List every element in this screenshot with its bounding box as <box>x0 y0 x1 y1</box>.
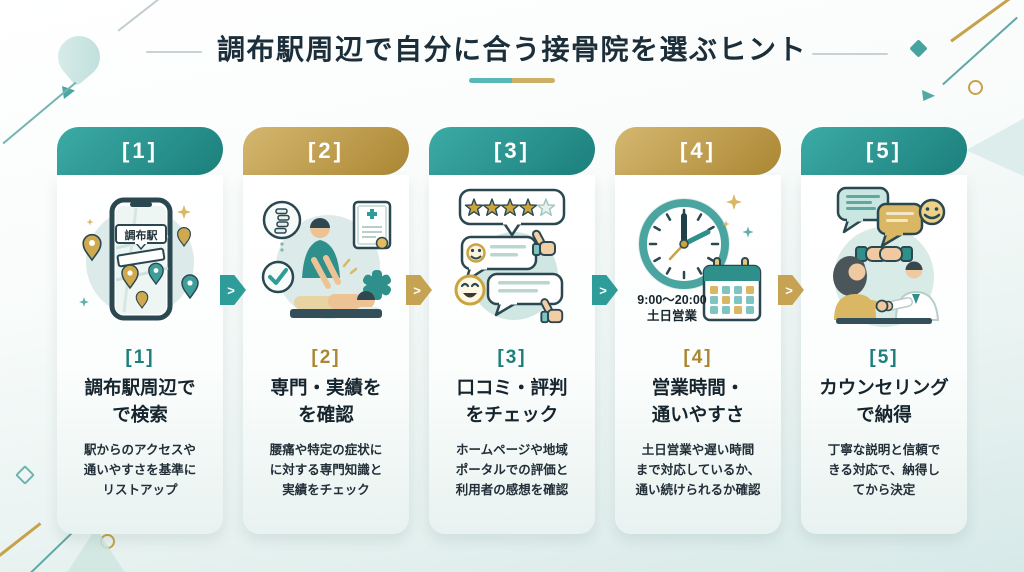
step-3-title: 口コミ・評判 をチェック <box>435 375 589 429</box>
handshake-icon <box>833 186 946 327</box>
counseling-illustration <box>807 179 961 345</box>
page-title: 調布駅周辺で自分に合う接骨院を選ぶヒント <box>216 34 807 65</box>
arrow-gap: > <box>220 275 246 305</box>
step-1-title: 調布駅周辺で で検索 <box>63 375 217 429</box>
step-2-description: 腰痛や特定の症状に に対する専門知識と 実績をチェック <box>269 442 383 497</box>
underline-gold-half <box>512 78 555 83</box>
step-2-title-line2: を確認 <box>298 403 354 425</box>
arrow-gap: > <box>778 275 804 305</box>
underline-teal-half <box>469 78 512 83</box>
arrow-gap: > <box>406 275 432 305</box>
step-1-badge: [1] <box>57 127 223 175</box>
step-3-title-line2: をチェック <box>465 403 559 425</box>
station-label: 調布駅 <box>125 228 158 242</box>
step-1-title-line1: 調布駅周辺で <box>84 377 196 398</box>
step-5-title-line1: カウンセリング <box>819 377 949 398</box>
step-4-title-line1: 営業時間・ <box>651 377 745 398</box>
hours-illustration: 9:00〜20:00 土日営業 <box>621 179 775 345</box>
step-5-body: [5] カウンセリング で納得 丁寧な説明と信頼で きる対応で、納得し てから決… <box>801 175 967 534</box>
step-1-title-line2: で検索 <box>112 403 168 425</box>
step-4-description: 土日営業や遅い時間 まで対応しているか、 通い続けられるか確認 <box>635 442 761 497</box>
step-2-title-line1: 専門・実績を <box>270 377 382 398</box>
deco-big-triangle <box>48 528 144 572</box>
step-1-number: [1] <box>125 347 155 368</box>
step-4-number: [4] <box>683 347 713 368</box>
clock-calendar-icon: 9:00〜20:00 土日営業 <box>637 194 762 323</box>
step-2-badge: [2] <box>243 127 409 175</box>
reviews-illustration <box>435 179 589 345</box>
step-2-number: [2] <box>311 347 341 368</box>
title-underline <box>469 78 555 83</box>
step-4-title-line2: 通いやすさ <box>651 403 745 425</box>
step-3-body: [3] 口コミ・評判 をチェック ホームページや地域 ポータルでの評価と 利用者… <box>429 175 595 534</box>
step-card-3: [3] <box>429 127 595 534</box>
step-5-title-line2: で納得 <box>856 403 912 425</box>
step-3-number: [3] <box>497 347 527 368</box>
title-flank-line-left <box>146 51 202 53</box>
step-card-2: [2] <box>243 127 409 534</box>
step-3-badge: [3] <box>429 127 595 175</box>
step-5-title: カウンセリング で納得 <box>807 375 961 429</box>
step-2-title: 専門・実績を を確認 <box>249 375 403 429</box>
step-2-body: [2] 専門・実績を を確認 腰痛や特定の症状に に対する専門知識と 実績をチェ… <box>243 175 409 534</box>
title-flank-line-right <box>812 53 888 55</box>
step-4-body: 9:00〜20:00 土日営業 [4] 営業時間・ 通いやすさ 土日営業や遅い時… <box>615 175 781 534</box>
step-3-title-line1: 口コミ・評判 <box>456 377 568 398</box>
step-5-badge: [5] <box>801 127 967 175</box>
review-bubbles-icon <box>454 188 566 324</box>
deco-circle <box>968 80 983 95</box>
step-4-title: 営業時間・ 通いやすさ <box>621 375 775 429</box>
step-card-1: [1] <box>57 127 223 534</box>
treatment-illustration <box>249 179 403 345</box>
step-1-description: 駅からのアクセスや 通いやすさを基準に リストアップ <box>83 442 197 497</box>
hours-text: 9:00〜20:00 <box>637 293 707 307</box>
map-search-illustration: 調布駅 <box>63 179 217 345</box>
step-4-badge: [4] <box>615 127 781 175</box>
step-1-body: 調布駅 [1] 調布駅周辺で で検索 駅からのアクセスや 通いやすさを基準に リ… <box>57 175 223 534</box>
step-5-description: 丁寧な説明と信頼で きる対応で、納得し てから決定 <box>827 442 941 497</box>
deco-triangle <box>922 89 935 101</box>
arrow-gap: > <box>592 275 618 305</box>
steps-row: [1] <box>0 127 1024 534</box>
step-3-description: ホームページや地域 ポータルでの評価と 利用者の感想を確認 <box>455 442 569 497</box>
weekend-text: 土日営業 <box>647 308 698 323</box>
therapist-icon <box>261 200 392 319</box>
step-card-4: [4] <box>615 127 781 534</box>
step-card-5: [5] <box>801 127 967 534</box>
map-phone-icon: 調布駅 <box>79 197 199 321</box>
step-5-number: [5] <box>869 347 899 368</box>
deco-diagonal-line <box>117 0 165 32</box>
